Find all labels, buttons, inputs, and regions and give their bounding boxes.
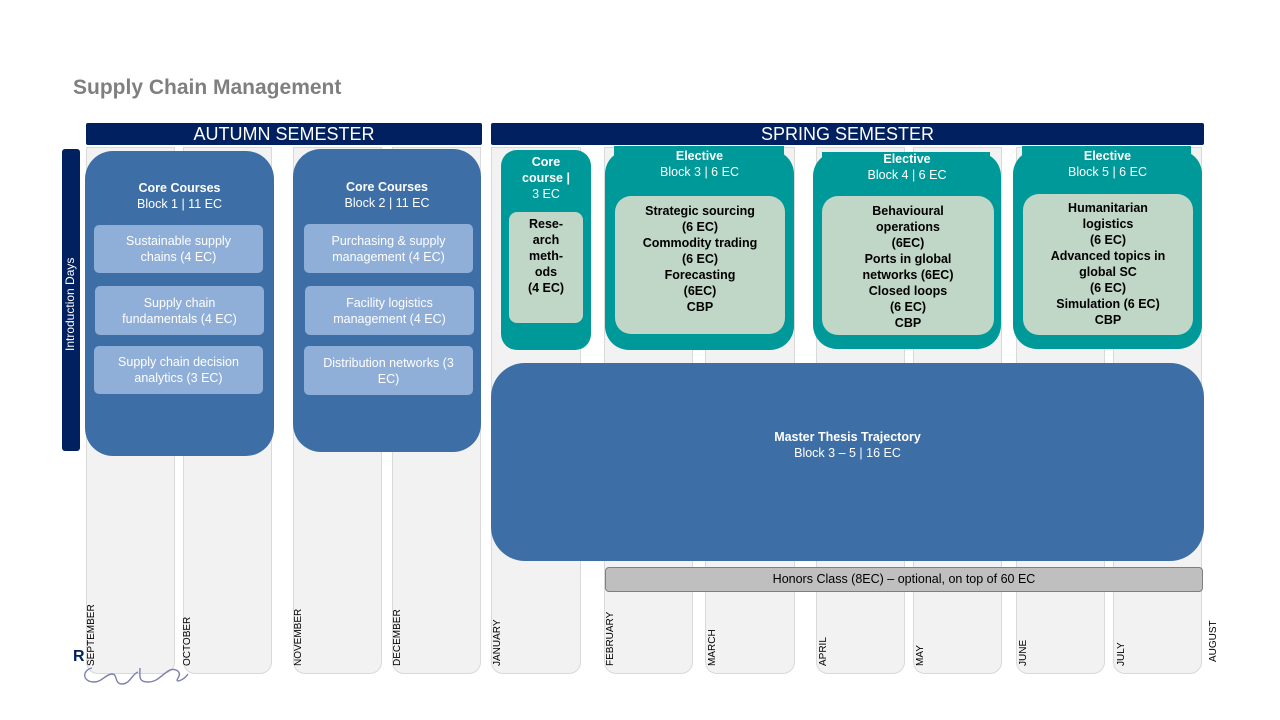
course-supply-chain-decision-analytics: Supply chain decision analytics (3 EC): [94, 346, 263, 394]
elective-4-courses: Behavioural operations (6EC) Ports in gl…: [822, 196, 994, 335]
elective-5-line-6: (6 EC): [1089, 281, 1127, 295]
research-methods-line-3: meth-: [528, 249, 564, 263]
elective-3-line-6: (6EC): [683, 284, 717, 298]
elective-4-heading: Elective: [883, 152, 931, 166]
honors-class-bar: Honors Class (8EC) – optional, on top of…: [605, 567, 1203, 592]
core-course-header: Core course | 3 EC: [501, 154, 591, 202]
elective-4-line-5: networks (6EC): [862, 268, 954, 282]
elective-5-line-4: Advanced topics in: [1050, 249, 1166, 263]
elective-5-line-3: (6 EC): [1089, 233, 1127, 247]
elective-block-4-tab: [822, 152, 990, 188]
elective-3-line-2: (6 EC): [681, 220, 719, 234]
elective-4-line-2: operations: [876, 220, 940, 234]
page-title: Supply Chain Management: [73, 76, 342, 99]
logo-letter: R: [73, 648, 85, 665]
logo-signature-icon: [84, 667, 189, 685]
master-thesis-trajectory: Master Thesis Trajectory Block 3 – 5 | 1…: [491, 363, 1204, 561]
elective-5-header: Elective Block 5 | 6 EC: [1013, 148, 1202, 180]
elective-3-line-1: Strategic sourcing: [645, 204, 755, 218]
month-label-november: NOVEMBER: [293, 608, 304, 666]
core-course-heading-line-1: Core: [531, 155, 561, 169]
spring-semester-header: SPRING SEMESTER: [491, 123, 1204, 145]
month-label-september: SEPTEMBER: [86, 604, 97, 666]
course-facility-logistics-management: Facility logistics management (4 EC): [305, 286, 474, 335]
elective-4-header: Elective Block 4 | 6 EC: [813, 151, 1001, 183]
research-methods-line-2: arch: [532, 233, 560, 247]
month-label-august: AUGUST: [1208, 620, 1219, 662]
month-label-october: OCTOBER: [182, 616, 193, 666]
elective-5-line-7: Simulation (6 EC): [1056, 297, 1160, 311]
elective-3-line-7: CBP: [686, 300, 714, 314]
core-course-ec: 3 EC: [532, 187, 560, 201]
elective-5-courses: Humanitarian logistics (6 EC) Advanced t…: [1023, 194, 1193, 335]
block-1-header: Core Courses Block 1 | 11 EC: [85, 180, 274, 212]
month-label-may: MAY: [915, 645, 926, 666]
elective-4-line-3: (6EC): [891, 236, 925, 250]
course-distribution-networks: Distribution networks (3 EC): [304, 346, 473, 395]
elective-5-line-2: logistics: [1082, 217, 1134, 231]
month-label-july: JULY: [1116, 642, 1127, 666]
research-methods-course: Rese- arch meth- ods (4 EC): [509, 212, 583, 323]
elective-5-ec: Block 5 | 6 EC: [1068, 165, 1147, 179]
course-supply-chain-fundamentals: Supply chain fundamentals (4 EC): [95, 286, 264, 335]
thesis-heading: Master Thesis Trajectory: [774, 430, 921, 444]
elective-4-line-4: Ports in global: [864, 252, 952, 266]
month-label-january: JANUARY: [492, 619, 503, 667]
block-2-ec: Block 2 | 11 EC: [344, 196, 430, 210]
elective-3-header: Elective Block 3 | 6 EC: [605, 148, 794, 180]
autumn-semester-header: AUTUMN SEMESTER: [86, 123, 482, 145]
elective-5-line-8: CBP: [1094, 313, 1122, 327]
research-methods-line-1: Rese-: [528, 217, 564, 231]
elective-5-line-1: Humanitarian: [1068, 201, 1148, 215]
month-label-december: DECEMBER: [392, 609, 403, 666]
elective-4-line-6: Closed loops: [868, 284, 948, 298]
elective-block-5-tab: [1022, 146, 1191, 182]
elective-3-ec: Block 3 | 6 EC: [660, 165, 739, 179]
course-purchasing-supply-management: Purchasing & supply management (4 EC): [304, 224, 473, 273]
core-course-heading-line-2: course |: [522, 171, 570, 185]
block-2-header: Core Courses Block 2 | 11 EC: [293, 179, 481, 211]
month-label-april: APRIL: [818, 637, 829, 666]
elective-4-line-8: CBP: [894, 316, 922, 330]
block-2-heading: Core Courses: [346, 180, 428, 194]
elective-3-heading: Elective: [675, 149, 724, 163]
course-sustainable-supply-chains: Sustainable supply chains (4 EC): [94, 225, 263, 273]
elective-4-line-1: Behavioural: [872, 204, 944, 218]
month-label-june: JUNE: [1018, 639, 1029, 666]
block-1-ec: Block 1 | 11 EC: [137, 197, 222, 211]
block-1-heading: Core Courses: [138, 181, 221, 195]
elective-5-heading: Elective: [1083, 149, 1132, 163]
research-methods-line-4: ods: [534, 265, 558, 279]
elective-3-line-4: (6 EC): [681, 252, 719, 266]
elective-5-line-5: global SC: [1079, 265, 1137, 279]
research-methods-line-5: (4 EC): [527, 281, 565, 295]
month-label-february: FEBRUARY: [605, 611, 616, 666]
introduction-days-label: Introduction Days: [63, 257, 77, 351]
elective-4-line-7: (6 EC): [889, 300, 927, 314]
introduction-days-bar: [62, 149, 80, 451]
elective-3-line-3: Commodity trading: [642, 236, 758, 250]
elective-3-courses: Strategic sourcing (6 EC) Commodity trad…: [615, 196, 785, 334]
elective-block-3-tab: [614, 146, 784, 182]
elective-4-ec: Block 4 | 6 EC: [867, 168, 947, 182]
elective-3-line-5: Forecasting: [664, 268, 736, 282]
month-label-march: MARCH: [707, 629, 718, 666]
thesis-ec: Block 3 – 5 | 16 EC: [794, 446, 901, 460]
